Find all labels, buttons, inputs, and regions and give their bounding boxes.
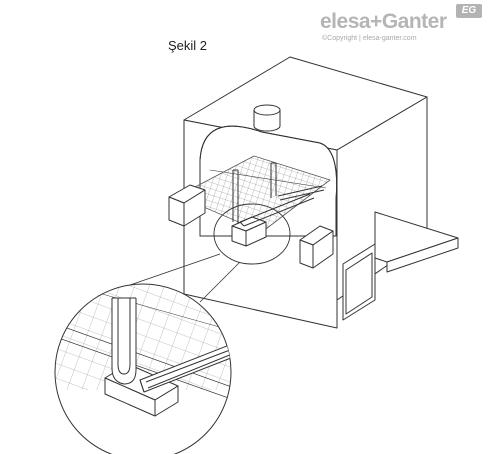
brand-badge: EG <box>456 4 482 18</box>
left-support-block <box>168 184 206 227</box>
brand-logo: elesa+Ganter EG ©Copyright | elesa-gante… <box>318 4 484 48</box>
figure-label: Şekil 2 <box>168 38 208 53</box>
detail-view <box>54 283 232 454</box>
right-support-block <box>299 225 334 269</box>
brand-name: elesa+Ganter <box>320 10 447 33</box>
wire-mesh <box>177 155 331 233</box>
brand-copyright: ©Copyright | elesa-ganter.com <box>322 35 417 42</box>
vertical-profiles <box>232 162 325 227</box>
exhaust-cylinder <box>253 104 281 132</box>
base-plate <box>374 211 459 273</box>
